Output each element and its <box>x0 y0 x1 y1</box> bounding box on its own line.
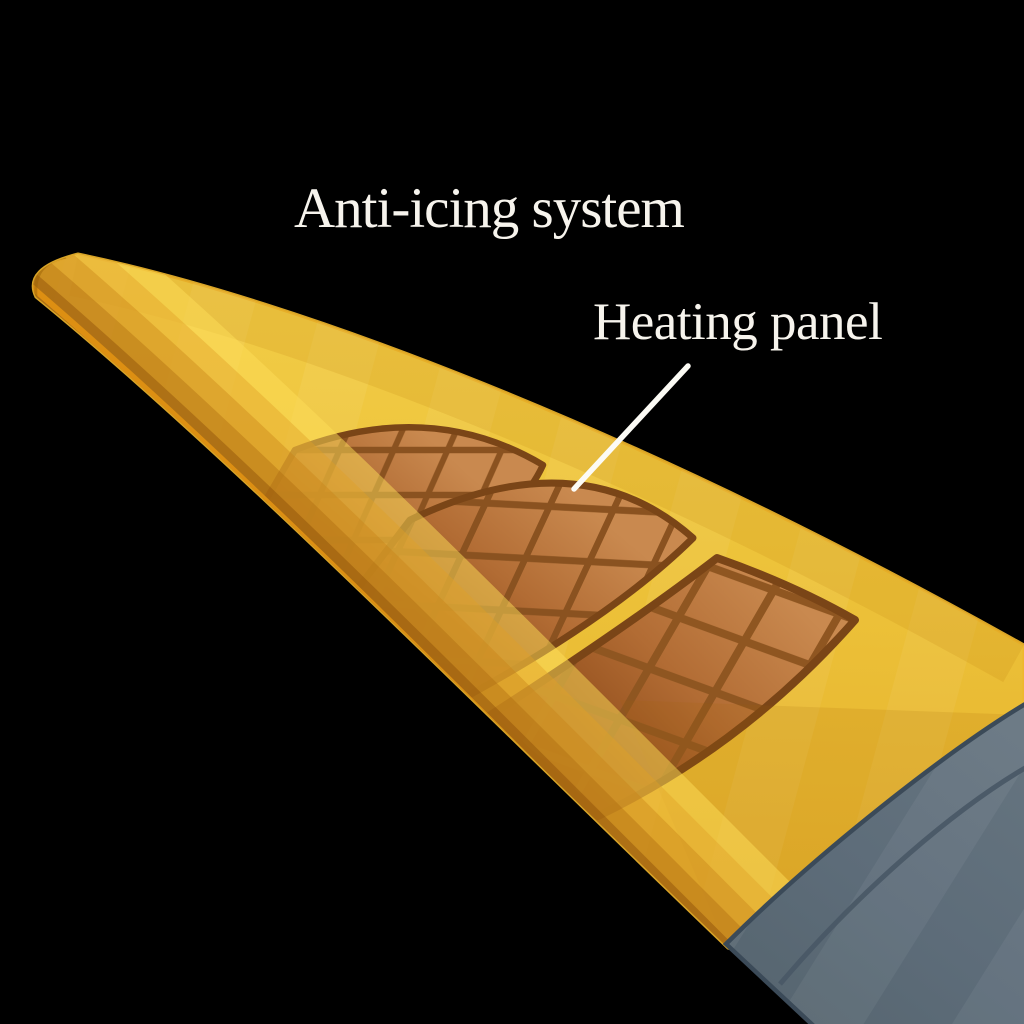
heating-panel-label: Heating panel <box>593 293 883 351</box>
fuselage-rim-line <box>722 702 1024 1024</box>
leader-line <box>571 363 691 492</box>
fuselage-seam-line <box>778 765 1024 986</box>
heating-panel-3-border <box>485 554 859 820</box>
trailing-edge-shade <box>69 254 1024 683</box>
diagram-title: Anti-icing system <box>294 177 685 240</box>
